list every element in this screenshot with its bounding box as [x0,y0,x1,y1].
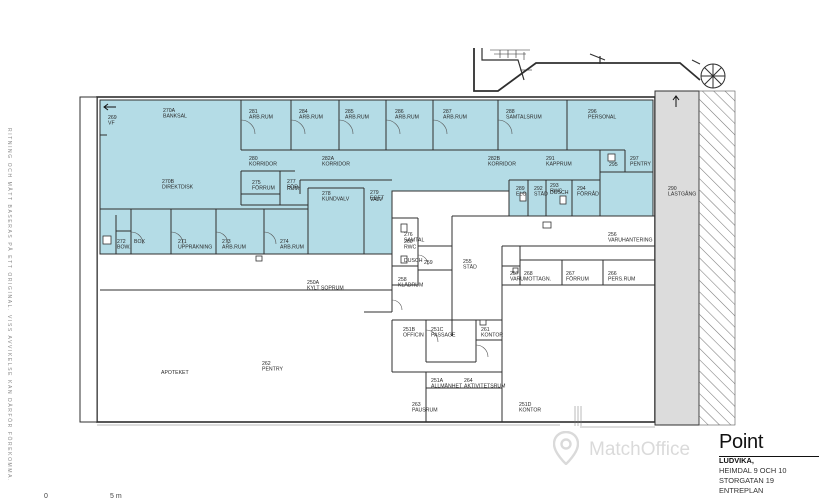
room-label: RUM [287,186,299,192]
room-label: DUSCH [404,258,423,264]
side-disclaimer: RITNING OCH MÅTT BASERAS PÅ ETT ORIGINAL… [6,128,13,482]
title-divider [719,456,819,457]
stair-lines [97,406,655,428]
watermark-text: MatchOffice [589,439,691,460]
ramp-structure [473,48,701,92]
door-swings [130,119,513,358]
arrow-up-icon [672,95,680,107]
room-label: BOX [134,239,145,245]
room-label: 268 [524,271,533,277]
watermark: MatchOffice [553,431,723,471]
location-pin-icon [553,431,579,465]
title-floor: ENTREPLAN [719,486,764,495]
scale-end: 5 m [110,493,122,500]
room-label: DUSCH [550,190,569,196]
revolving-door-icon [700,63,726,89]
room-label: 295 [609,162,618,168]
left-wall [79,96,98,423]
point-logo: Point [719,431,764,453]
room-label: VALV [370,197,383,203]
scale-start: 0 [44,493,48,500]
title-city: LUDVIKA, [719,456,754,465]
lastgang-corridor [654,90,700,426]
fixtures [102,153,616,326]
walls [100,100,655,422]
title-street: STORGATAN 19 [719,476,775,485]
title-property: HEIMDAL 9 OCH 10 [719,466,787,475]
arrow-left-icon [103,103,116,111]
room-label: APOTEKET [161,370,190,376]
hatched-exterior [698,90,736,426]
room-label: 259 [424,260,433,266]
